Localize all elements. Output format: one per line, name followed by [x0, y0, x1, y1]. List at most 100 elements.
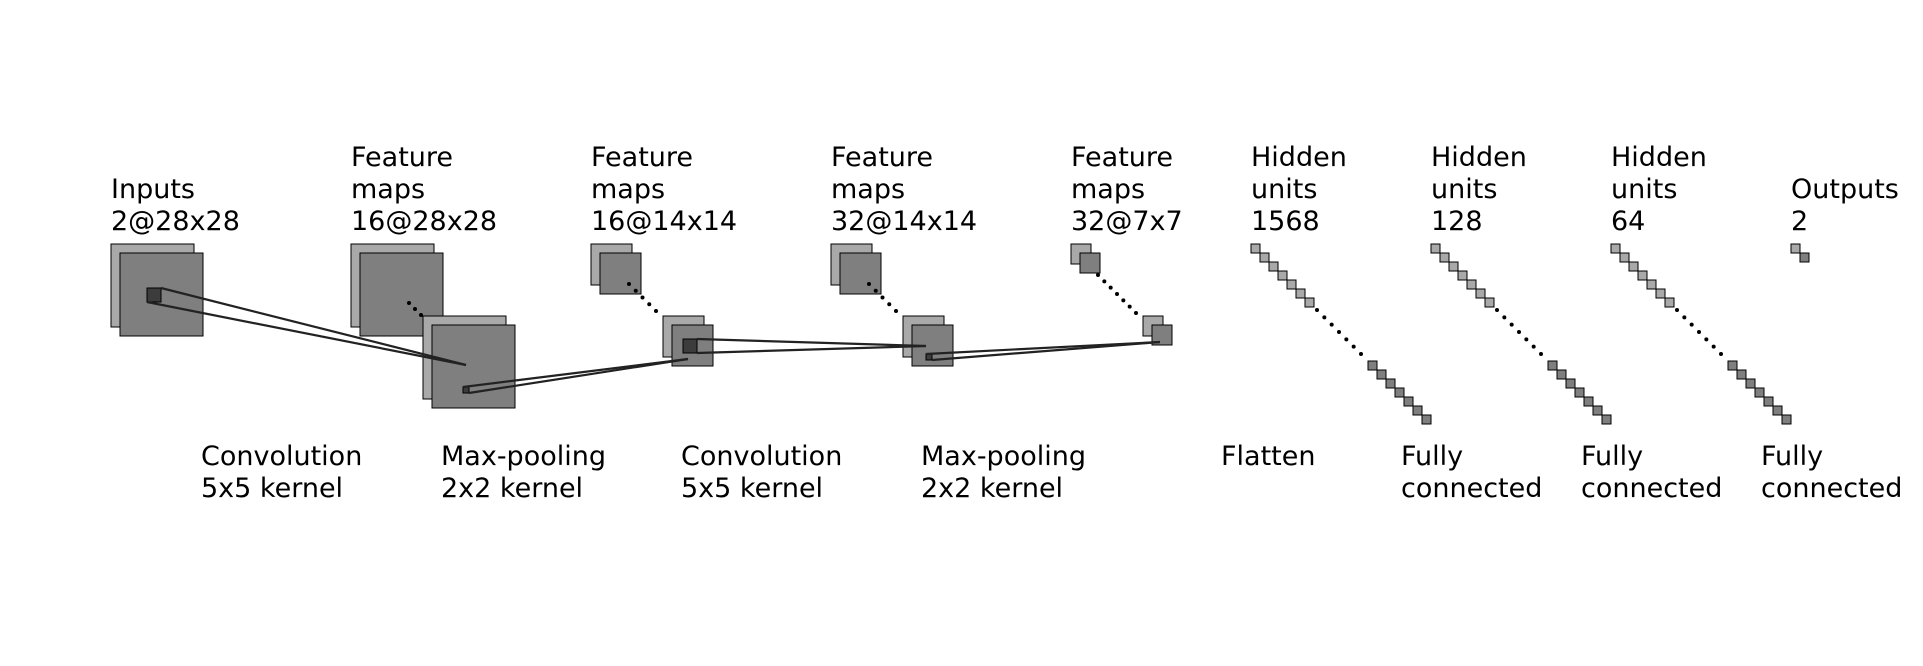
hidden-unit-2: [1556, 369, 1567, 380]
layer-label-outputs: Outputs 2: [1791, 174, 1899, 238]
ellipsis-dot: [873, 288, 878, 293]
layer-label-line: units: [1611, 174, 1678, 205]
layer-label-line: maps: [591, 174, 666, 205]
hidden-unit-3: [1637, 270, 1648, 281]
layer-label-line: 128: [1431, 206, 1483, 237]
op-label-line: Flatten: [1221, 441, 1316, 472]
ellipsis-dot: [1689, 322, 1694, 327]
ellipsis-dot: [419, 313, 423, 317]
op-label-fully-connected-3: Fully connected: [1761, 441, 1902, 505]
ellipsis-dot: [627, 282, 631, 286]
hidden-unit-3: [1664, 297, 1675, 308]
layer-label-line: units: [1251, 174, 1318, 205]
ellipsis-dot: [1711, 344, 1716, 349]
op-label-line: connected: [1761, 473, 1903, 504]
connector-line: [160, 286, 467, 367]
layer-label-line: 16@28x28: [351, 206, 498, 237]
ellipsis-dot: [1495, 308, 1499, 312]
kernel-patch-conv1: [146, 287, 162, 303]
connector-line: [462, 357, 689, 389]
hidden-unit-1: [1286, 279, 1297, 290]
layer-label-line: Feature: [1071, 142, 1174, 173]
hidden-unit-3: [1619, 252, 1630, 263]
hidden-unit-1: [1376, 369, 1387, 380]
hidden-unit-2: [1484, 297, 1495, 308]
feature-map-4-front: [1079, 252, 1101, 274]
ellipsis-dot: [1704, 337, 1709, 342]
op-label-line: Convolution: [201, 441, 363, 472]
layer-label-line: units: [1431, 174, 1498, 205]
hidden-unit-1: [1268, 261, 1279, 272]
layer-label-line: maps: [1071, 174, 1146, 205]
ellipsis-dot: [1675, 308, 1679, 312]
connector-line: [696, 337, 927, 348]
ellipsis-dot: [1697, 330, 1701, 334]
ellipsis-dot: [413, 307, 417, 311]
feature-map-1-last-front: [431, 324, 516, 409]
layer-label-line: Feature: [351, 142, 454, 173]
op-label-convolution-2: Convolution 5x5 kernel: [681, 441, 842, 505]
ellipsis-dot: [640, 295, 645, 300]
op-label-line: 2x2 kernel: [441, 473, 584, 504]
layer-label-line: 2: [1791, 206, 1809, 237]
ellipsis-dot: [647, 302, 652, 307]
ellipsis-dot: [1344, 337, 1349, 342]
connector-line: [468, 357, 689, 395]
hidden-unit-1: [1394, 387, 1405, 398]
hidden-unit-3: [1727, 360, 1738, 371]
layer-label-hidden-units-2: Hidden units 128: [1431, 142, 1527, 238]
hidden-unit-1: [1277, 270, 1288, 281]
op-label-line: 5x5 kernel: [681, 473, 824, 504]
hidden-unit-1: [1385, 378, 1396, 389]
ellipsis-dot: [1121, 298, 1126, 303]
ellipsis-dot: [633, 288, 638, 293]
layer-label-hidden-units-3: Hidden units 64: [1611, 142, 1707, 238]
ellipsis-dot: [1359, 352, 1363, 356]
ellipsis-dot: [1322, 315, 1327, 320]
op-label-line: 2x2 kernel: [921, 473, 1064, 504]
hidden-unit-3: [1655, 288, 1666, 299]
hidden-unit-3: [1763, 396, 1774, 407]
hidden-unit-2: [1466, 279, 1477, 290]
ellipsis-dot: [894, 309, 898, 313]
hidden-unit-2: [1475, 288, 1486, 299]
op-label-flatten: Flatten: [1221, 441, 1315, 473]
layer-label-feature-maps-2: Feature maps 16@14x14: [591, 142, 737, 238]
layer-label-line: Hidden: [1431, 142, 1527, 173]
hidden-unit-2: [1601, 414, 1612, 425]
ellipsis-dot: [1502, 315, 1507, 320]
hidden-unit-3: [1628, 261, 1639, 272]
hidden-unit-2: [1565, 378, 1576, 389]
ellipsis-dot: [407, 301, 411, 305]
hidden-unit-1: [1250, 243, 1261, 254]
ellipsis-dot: [887, 302, 892, 307]
ellipsis-dot: [1351, 344, 1356, 349]
hidden-unit-3: [1781, 414, 1792, 425]
op-label-line: connected: [1581, 473, 1723, 504]
op-label-max-pooling-2: Max-pooling 2x2 kernel: [921, 441, 1086, 505]
op-label-max-pooling-1: Max-pooling 2x2 kernel: [441, 441, 606, 505]
hidden-unit-3: [1610, 243, 1621, 254]
hidden-unit-2: [1457, 270, 1468, 281]
layer-label-line: maps: [831, 174, 906, 205]
hidden-unit-2: [1574, 387, 1585, 398]
hidden-unit-2: [1439, 252, 1450, 263]
output-unit: [1790, 243, 1801, 254]
ellipsis-dot: [1524, 337, 1529, 342]
op-label-line: Max-pooling: [441, 441, 606, 472]
hidden-unit-1: [1412, 405, 1423, 416]
layer-label-line: 32@14x14: [831, 206, 978, 237]
layer-label-line: Outputs: [1791, 174, 1899, 205]
feature-map-3-front: [839, 252, 882, 295]
ellipsis-dot: [1517, 330, 1521, 334]
op-label-line: Convolution: [681, 441, 843, 472]
hidden-unit-1: [1304, 297, 1315, 308]
ellipsis-dot: [1108, 285, 1113, 290]
hidden-unit-1: [1367, 360, 1378, 371]
ellipsis-dot: [880, 295, 885, 300]
hidden-unit-3: [1754, 387, 1765, 398]
layer-label-line: Feature: [831, 142, 934, 173]
connector-line: [931, 340, 1161, 362]
op-label-line: Max-pooling: [921, 441, 1086, 472]
